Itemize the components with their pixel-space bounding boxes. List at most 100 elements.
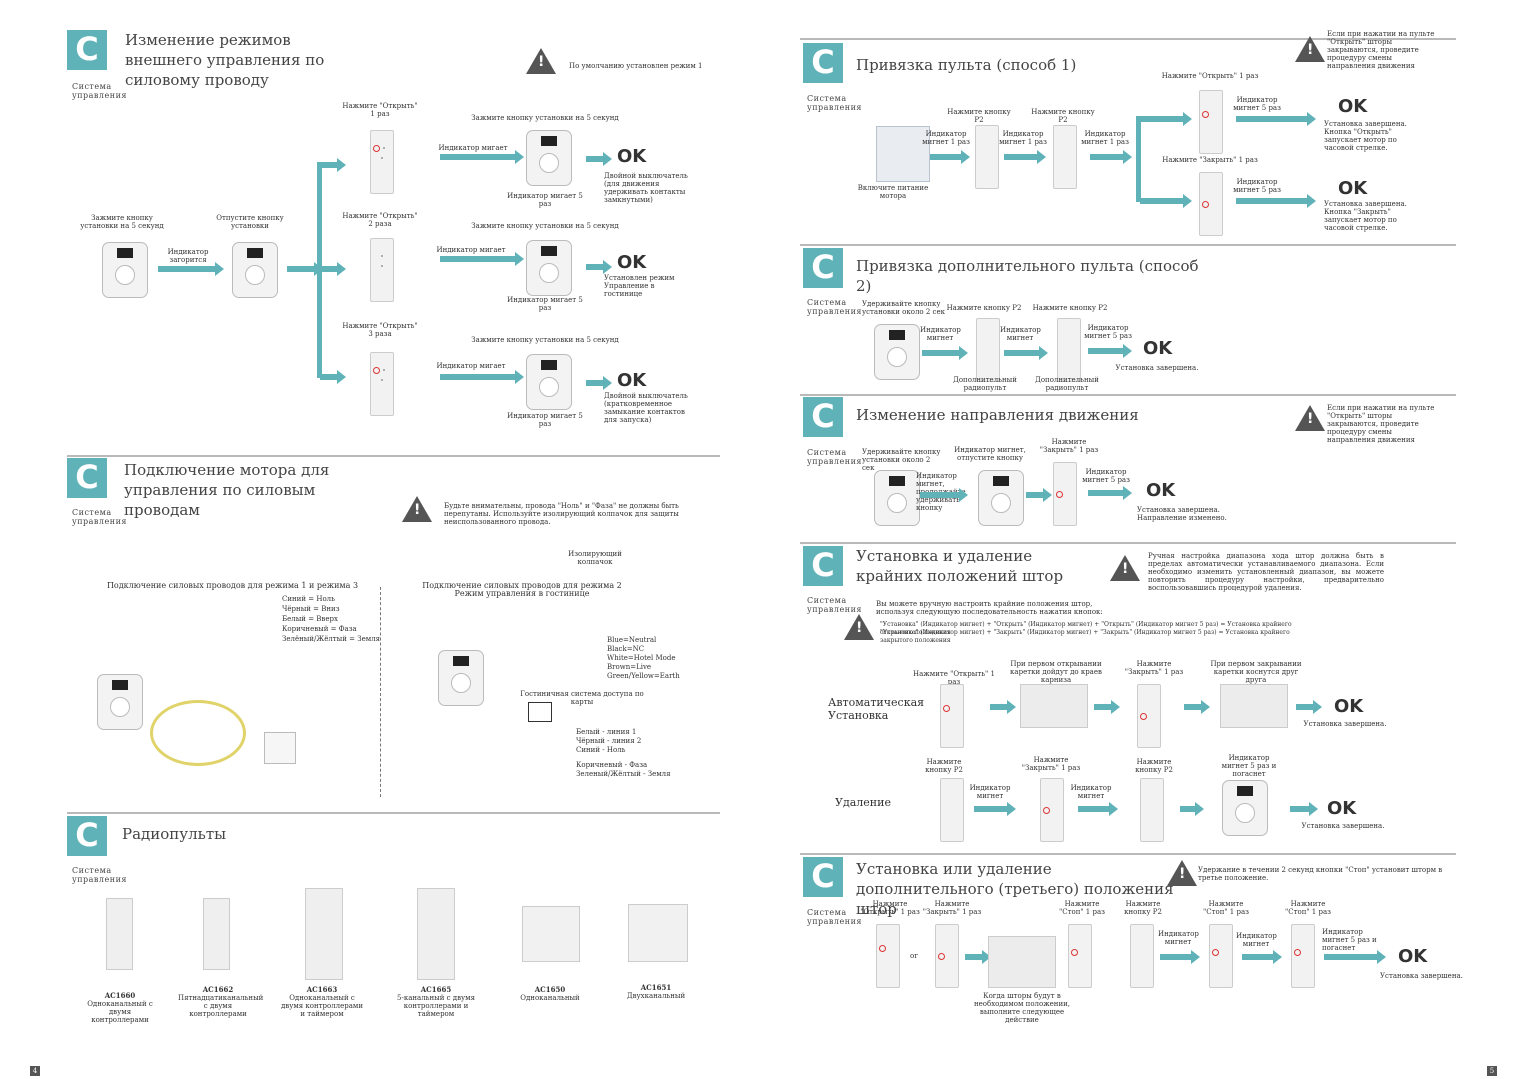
system-label: Система управления: [72, 82, 127, 100]
warning-icon: [402, 496, 432, 522]
section-title: Подключение мотора для управления по сил…: [124, 461, 330, 519]
arrow: [1026, 488, 1052, 502]
arrow: [922, 346, 968, 360]
remote-control: [975, 125, 999, 189]
control-unit: [232, 242, 278, 298]
manual-note: Вы можете вручную настроить крайние поло…: [876, 600, 1103, 616]
press-close: Нажмите "Закрыть" 1 раз: [1124, 660, 1184, 676]
arrow: [1088, 344, 1132, 358]
remote-control: [1137, 684, 1161, 748]
hold5-instruction: Зажмите кнопку установки на 5 секунд: [471, 336, 619, 344]
led-note: Индикатор мигнет: [969, 784, 1011, 800]
section-title: Изменение направления движения: [856, 406, 1139, 424]
or-label: or: [910, 952, 918, 960]
arrow: [990, 700, 1016, 714]
mode2-heading: Подключение силовых проводов для режима …: [422, 581, 622, 598]
section-icon-c: C: [803, 397, 843, 437]
section-icon-c: C: [803, 546, 843, 586]
ok-label: OK: [617, 252, 647, 273]
sequence-open: "Установка" (Индикатор мигнет) + "Открыт…: [880, 621, 1292, 636]
led-blink: Индикатор мигает: [436, 362, 506, 370]
section-divider: [800, 853, 1456, 855]
led-note: Индикатор мигнет: [1158, 930, 1199, 946]
arrow: [1236, 112, 1316, 126]
arrow: [974, 802, 1016, 816]
hold-instruction: Зажмите кнопку установки на 5 секунд: [80, 214, 164, 230]
control-unit: [97, 674, 143, 730]
arrow: [1180, 802, 1204, 816]
arrow: [320, 262, 346, 276]
arrow: [1004, 346, 1048, 360]
mode13-heading: Подключение силовых проводов для режима …: [106, 581, 359, 590]
sequence-close: "Установка" (Индикатор мигнет) + "Закрыт…: [880, 629, 1290, 644]
card-switch: [528, 702, 552, 722]
arrow: [1296, 700, 1322, 714]
result-note: Установка завершена. Кнопка "Открыть" за…: [1324, 120, 1407, 152]
remote-control: [1068, 924, 1092, 988]
page-number: 5: [1487, 1066, 1497, 1076]
control-unit: [102, 242, 148, 298]
done-note: Установка завершена. Направление изменен…: [1137, 506, 1227, 522]
remote-control: [876, 924, 900, 988]
section-title: Изменение режимов внешнего управления по…: [125, 31, 325, 89]
remote-control: [370, 352, 394, 416]
remote-control: [1040, 778, 1064, 842]
press-close: Нажмите "Закрыть" 1 раз: [922, 900, 982, 916]
warning-icon: [844, 614, 874, 640]
section-icon-c: C: [803, 857, 843, 897]
branch-connector: [317, 162, 322, 378]
arrow: [1078, 802, 1118, 816]
remote-control: [1209, 924, 1233, 988]
system-label: Система управления: [807, 908, 862, 926]
hold5-instruction: Зажмите кнопку установки на 5 секунд: [471, 222, 619, 230]
first-close-note: При первом закрывании каретки коснутся д…: [1210, 660, 1302, 684]
arrow: [1160, 950, 1200, 964]
result-note: Установлен режим Управление в гостинице: [604, 274, 675, 298]
led5-note: Индикатор мигнет 5 раз и погаснет: [1221, 754, 1277, 778]
p2-note: Нажмите кнопку P2: [1124, 900, 1162, 916]
led5-note: Индикатор мигнет 5 раз: [1084, 324, 1132, 340]
section-divider: [67, 812, 720, 814]
ok-label: OK: [617, 370, 647, 391]
remote-ac1662: [203, 898, 230, 970]
arrow: [320, 370, 346, 384]
press-stop: Нажмите "Стоп" 1 раз: [1285, 900, 1331, 916]
press-close: Нажмите "Закрыть" 1 раз: [1162, 156, 1258, 164]
arrow: [158, 262, 224, 276]
led1-note: Индикатор мигнет 1 раз: [922, 130, 970, 146]
led-note: Индикатор мигнет: [1236, 932, 1277, 948]
section-divider: [800, 542, 1456, 544]
remote-ac1660: [106, 898, 133, 970]
p2-note: Нажмите кнопку P2: [1031, 108, 1095, 124]
done-note: Установка завершена.: [1303, 720, 1387, 728]
led-blink: Индикатор мигает: [436, 246, 506, 254]
press-open-3: Нажмите "Открыть" 3 раза: [342, 322, 418, 338]
p2-note: Нажмите кнопку P2: [925, 758, 963, 774]
control-unit: [526, 130, 572, 186]
separator-line: [380, 587, 381, 797]
led-5: Индикатор мигает 5 раз: [507, 192, 583, 208]
led5-note: Индикатор мигнет 5 раз: [1082, 468, 1130, 484]
release-instruction: Отпустите кнопку установки: [216, 214, 284, 230]
wire-warning: Будьте внимательны, провода "Ноль" и "Фа…: [444, 502, 679, 526]
arrow: [440, 370, 524, 384]
press-open-2: Нажмите "Открыть" 2 раза: [342, 212, 418, 228]
led-note: Индикатор мигнет: [1000, 326, 1041, 342]
arrow: [1088, 486, 1132, 500]
release-note: Индикатор мигнет, отпустите кнопку: [954, 446, 1026, 462]
led-note: Индикатор мигнет: [920, 326, 961, 342]
extra-remote-label: Дополнительный радиопульт: [1035, 376, 1099, 392]
ok-label: OK: [1146, 480, 1176, 501]
press-stop: Нажмите "Стоп" 1 раз: [1059, 900, 1105, 916]
section-divider: [800, 38, 1456, 40]
system-label: Система управления: [72, 508, 127, 526]
press-open: Нажмите "Открыть" 1 раз: [1161, 72, 1259, 80]
remote-control: [940, 684, 964, 748]
direction-warning: Если при нажатии на пульте "Открыть" што…: [1327, 30, 1435, 70]
wall-remote-ac1651: [628, 904, 688, 962]
remote-control: [1140, 778, 1164, 842]
hold5-instruction: Зажмите кнопку установки на 5 секунд: [471, 114, 619, 122]
